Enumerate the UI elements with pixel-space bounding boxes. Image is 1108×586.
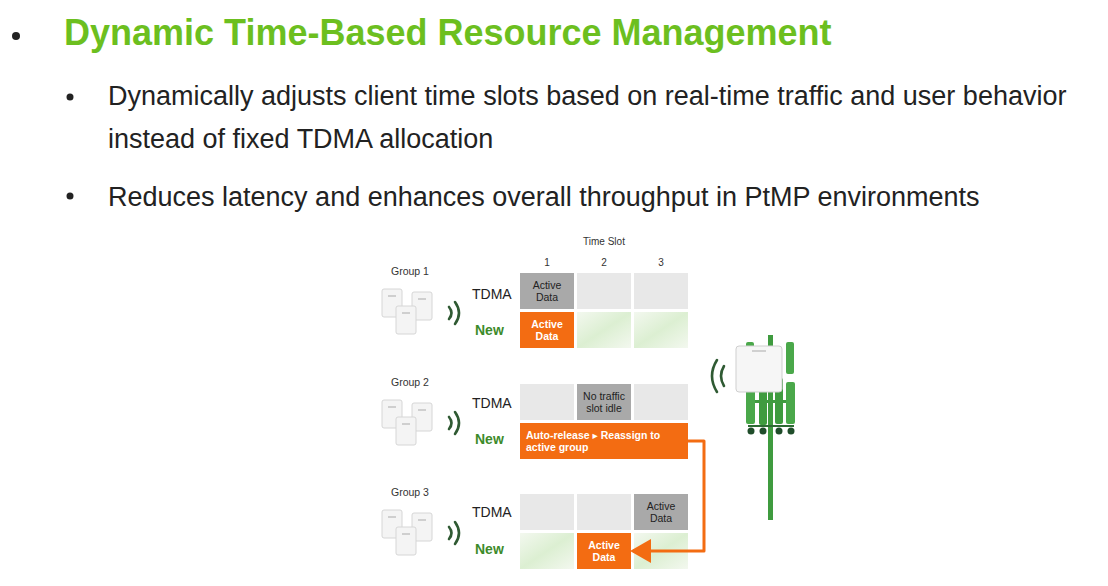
slot-text: Active Data xyxy=(523,318,571,342)
base-station-tower xyxy=(712,335,795,520)
row-label: New xyxy=(475,322,504,338)
bullet-text: Dynamically adjusts client time slots ba… xyxy=(108,75,1098,161)
group-label: Group 1 xyxy=(391,265,429,277)
slot-text: Active Data xyxy=(523,279,571,303)
bullet-dot xyxy=(67,193,74,200)
bullet-dot xyxy=(67,94,74,101)
slot-number: 2 xyxy=(601,257,607,268)
reassign-bar: Auto-release ▸ Reassign to active group xyxy=(520,423,688,459)
row-label: New xyxy=(475,431,504,447)
bullet-text: Reduces latency and enhances overall thr… xyxy=(108,176,1103,219)
slide-title: Dynamic Time-Based Resource Management xyxy=(64,12,832,54)
slot-text: Active Data xyxy=(637,500,685,524)
tdma-slot: Active Data xyxy=(520,273,574,309)
slot-text: No traffic slot idle xyxy=(580,390,628,414)
dynamic-slot: Active Data xyxy=(520,312,574,348)
group-label: Group 3 xyxy=(391,486,429,498)
bullet-dot xyxy=(12,32,20,40)
slot-number: 3 xyxy=(658,257,664,268)
radio-waves xyxy=(449,302,459,544)
idle-slot: No traffic slot idle xyxy=(577,384,631,420)
tdma-slot: Active Data xyxy=(634,494,688,530)
row-label: New xyxy=(475,541,504,557)
axis-title: Time Slot xyxy=(583,236,625,247)
group-label: Group 2 xyxy=(391,376,429,388)
slot-text: Active Data xyxy=(580,539,628,563)
client-devices xyxy=(382,289,432,555)
slot-grid xyxy=(520,273,688,569)
slot-text: Auto-release ▸ Reassign to active group xyxy=(526,429,682,453)
row-label: TDMA xyxy=(472,395,512,411)
dynamic-slot: Active Data xyxy=(577,533,631,569)
row-label: TDMA xyxy=(472,286,512,302)
row-label: TDMA xyxy=(472,504,512,520)
slot-number: 1 xyxy=(544,257,550,268)
